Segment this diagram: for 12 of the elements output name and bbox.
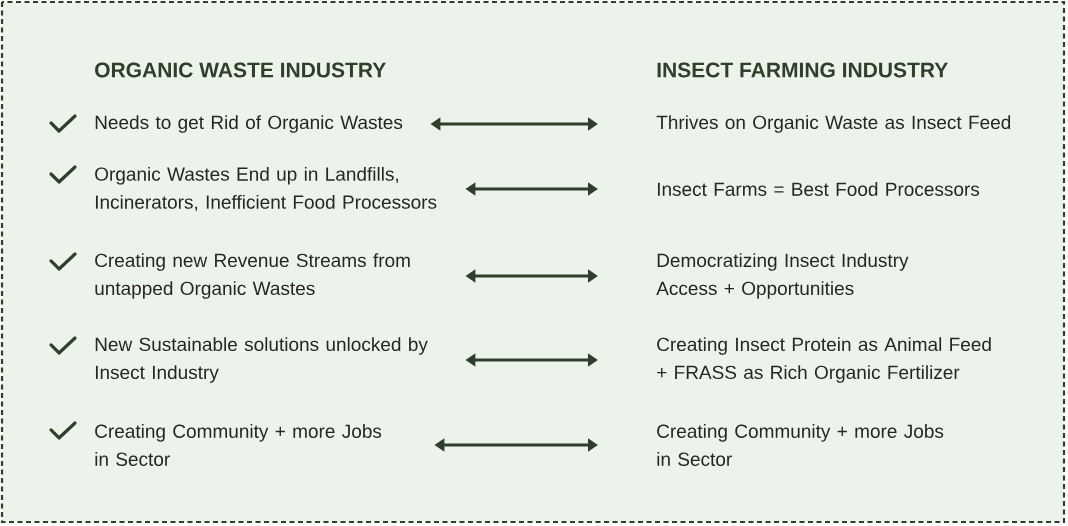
item-text: Creating Insect Protein as Animal Feed + FRASS as Rich Organic Fertilizer [657, 337, 991, 383]
item-text: Thrives on Organic Waste as Insect Feed [656, 115, 1011, 133]
column-heading: INSECT FARMING INDUSTRY [657, 62, 948, 78]
item-text: New Sustainable solutions unlocked by Insect Industry [95, 337, 428, 383]
column-heading: ORGANIC WASTE INDUSTRY [95, 62, 386, 78]
item-text: Needs to get Rid of Organic Wastes [95, 115, 403, 133]
item-text: Creating Community + more Jobs in Sector [95, 424, 382, 466]
item-text: Creating new Revenue Streams from untapped Organic Wastes [95, 253, 410, 299]
item-text: Democratizing Insect Industry Access + Opportunities [656, 253, 909, 299]
item-text: Creating Community + more Jobs in Sector [657, 424, 944, 466]
item-text: Insect Farms = Best Food Processors [657, 182, 980, 196]
item-text: Organic Wastes End up in Landfills, Incinerators, Inefficient Food Processors [95, 166, 437, 212]
